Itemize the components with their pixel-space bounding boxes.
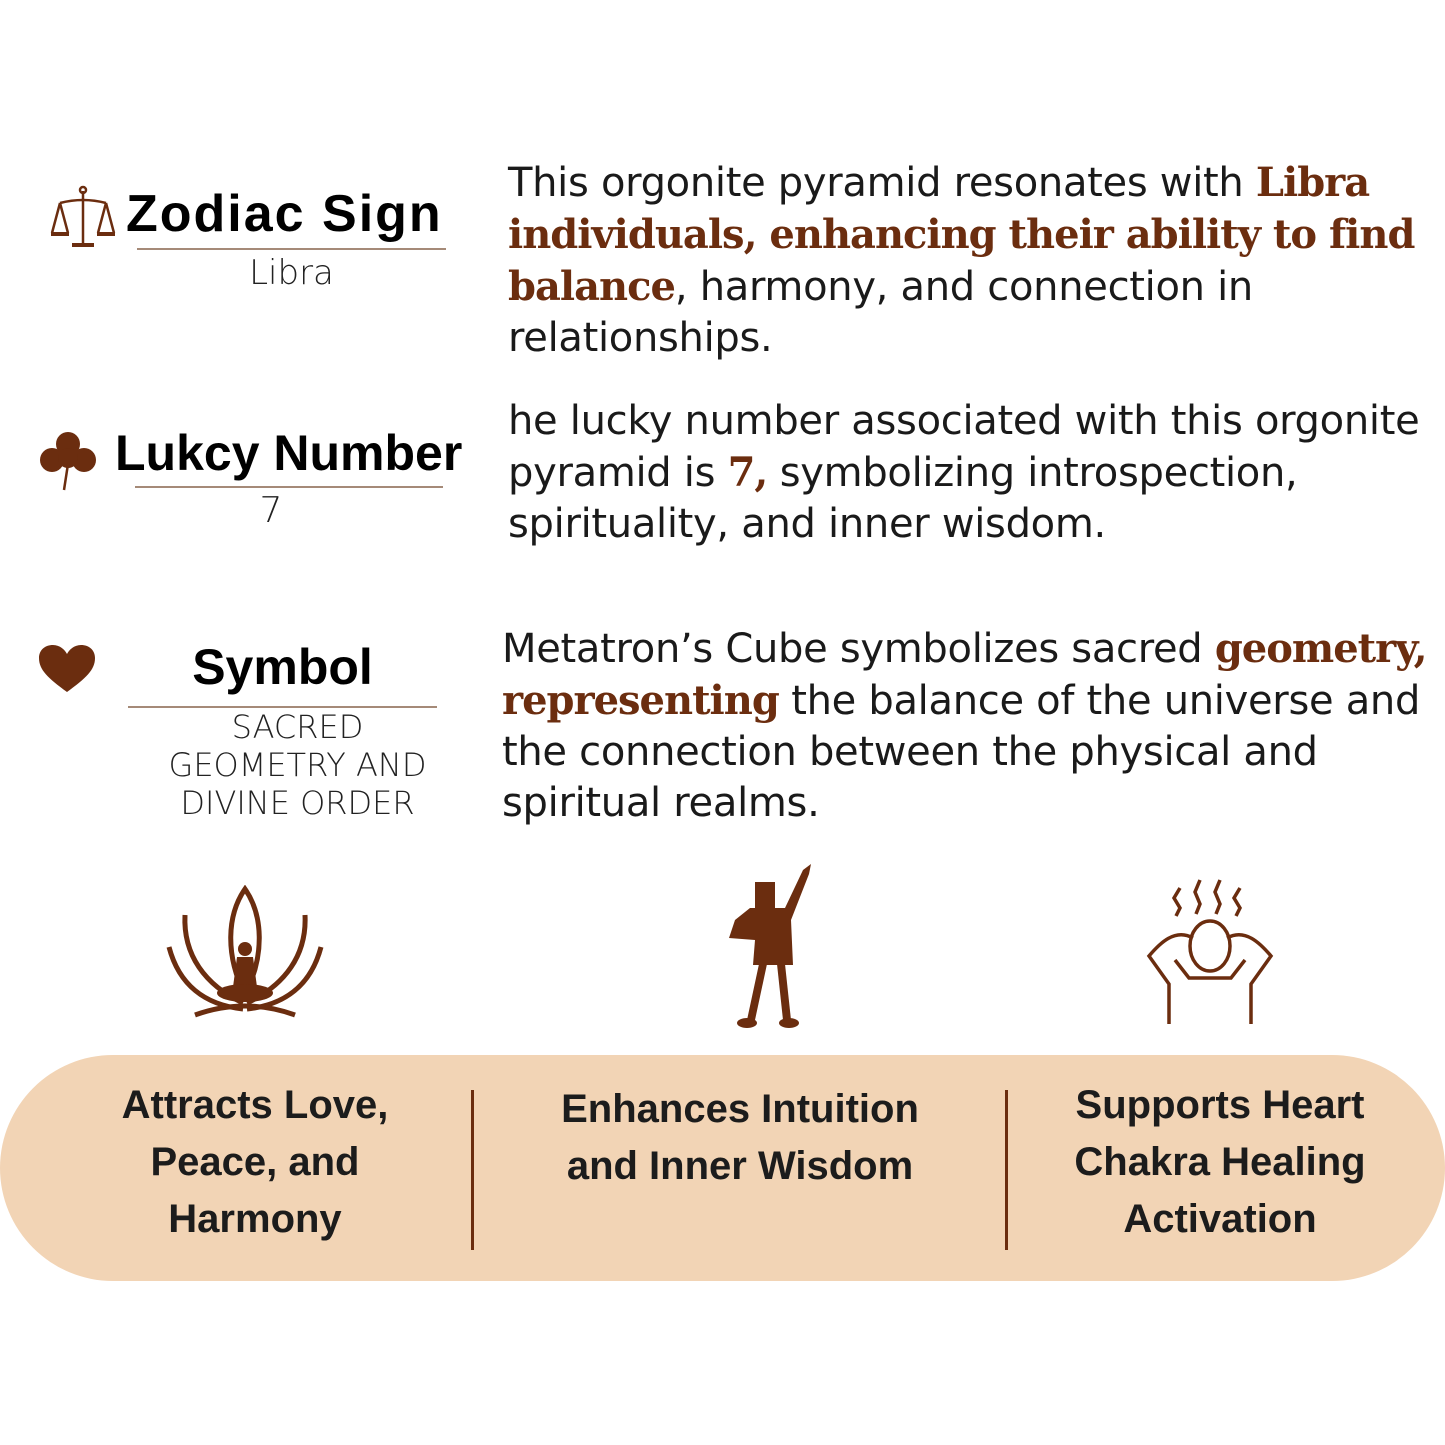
heart-icon [39,645,95,692]
divider [137,248,446,250]
benefit-label: Attracts Love, Peace, and Harmony [121,1083,389,1241]
highlight: Libra individuals, enhancing their abili… [508,159,1415,310]
text: This orgonite pyramid resonates with [508,160,1256,206]
divider [1005,1090,1008,1250]
symbol-description: Metatron’s Cube symbolizes sacred geomet… [502,623,1432,829]
zodiac-title: Zodiac Sign [126,185,443,243]
benefit-label: Enhances Intuition and Inner Wisdom [561,1087,919,1188]
symbol-value: SACRED GEOMETRY AND DIVINE ORDER [168,708,427,822]
scales-icon [50,185,116,247]
divider [128,706,437,708]
text: , harmony, and connection in relationshi… [508,264,1253,361]
divider [135,486,443,488]
zodiac-description: This orgonite pyramid resonates with Lib… [508,157,1438,364]
text: Metatron’s Cube symbolizes sacred [502,626,1215,672]
zodiac-value: Libra [249,253,334,293]
divider [471,1090,474,1250]
benefits-banner [0,1055,1445,1281]
clover-icon [40,432,96,491]
symbol-title: Symbol [192,639,373,695]
head-energy-icon [1146,879,1274,1024]
text: the balance of the universe and the conn… [502,678,1421,826]
highlight: 7, [727,449,769,496]
lucky-number-description: he lucky number associated with this org… [508,396,1445,550]
lucky-number-value: 7 [259,490,283,531]
text: symbolizing introspection, spirituality,… [508,450,1298,547]
benefit-label: Supports Heart Chakra Healing Activation [1074,1083,1366,1241]
raised-fist-person-icon [729,864,811,1028]
meditation-lotus-icon [166,885,324,1018]
lucky-number-title: Lukcy Number [115,425,463,481]
highlight: geometry, representing [502,625,1428,724]
text: he lucky number associated with this org… [508,398,1420,496]
